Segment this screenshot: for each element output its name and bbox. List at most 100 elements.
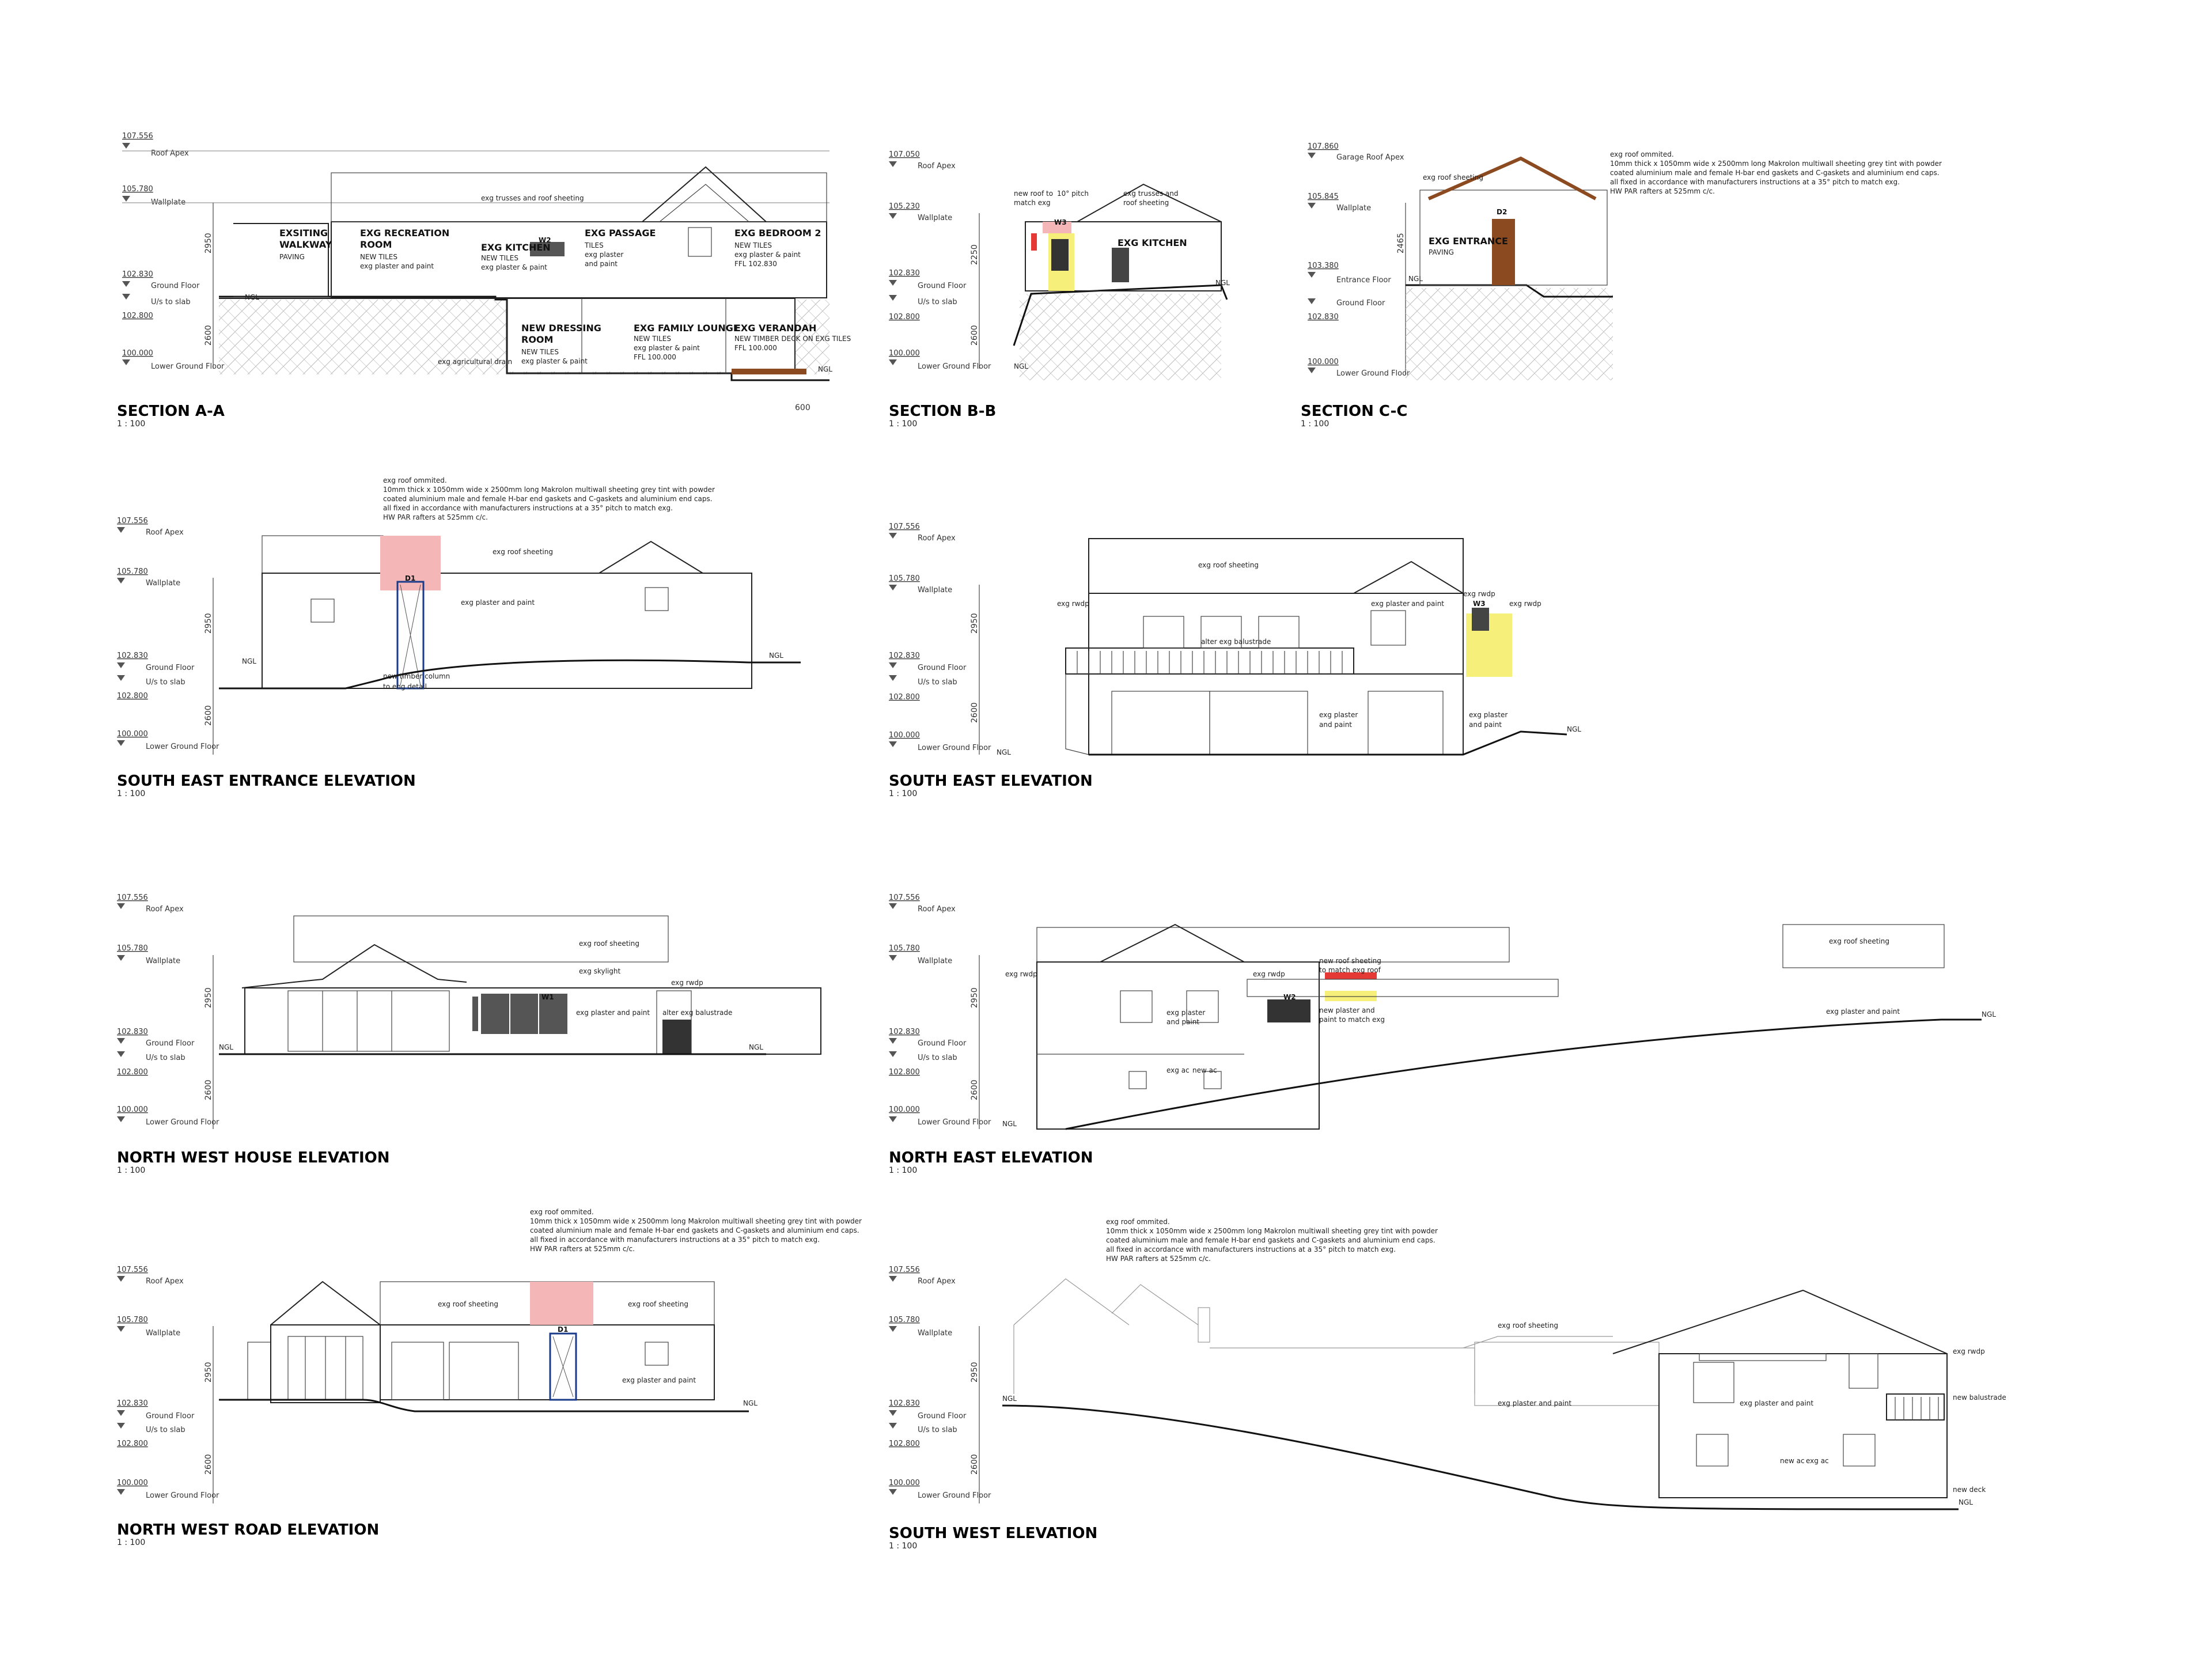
level-label: Roof Apex — [918, 534, 956, 543]
section-b-b: 107.050 Roof Apex 105.230 Wallplate 102.… — [889, 150, 1230, 429]
room-name: EXG FAMILY LOUNGE — [634, 323, 740, 334]
annotation: exg plaster — [1319, 711, 1358, 719]
room-name: ROOM — [521, 334, 553, 345]
annotation: exg rwdp — [1463, 590, 1495, 598]
note-line: HW PAR rafters at 525mm c/c. — [1106, 1255, 1211, 1263]
level-label: Roof Apex — [918, 905, 956, 914]
annotation: exg rwdp — [1057, 600, 1089, 608]
level-value: 105.780 — [889, 574, 920, 583]
level-label: Lower Ground Floor — [146, 1491, 219, 1500]
annotation: to eng detail — [383, 683, 427, 691]
dimension: 2950 — [204, 613, 213, 634]
annotation: new roof to — [1014, 190, 1053, 198]
level-value: 105.780 — [122, 185, 153, 194]
drawing-title: NORTH WEST ROAD ELEVATION — [117, 1521, 379, 1539]
drawing-title: NORTH EAST ELEVATION — [889, 1149, 1093, 1166]
annotation: 10° pitch — [1057, 190, 1089, 198]
note-line: coated aluminium male and female H-bar e… — [1106, 1236, 1435, 1244]
note-line: HW PAR rafters at 525mm c/c. — [1610, 187, 1715, 195]
makrolon-note-cc: exg roof ommited. 10mm thick x 1050mm wi… — [1610, 150, 1942, 195]
level-value: 102.830 — [122, 270, 153, 279]
annotation: exg plaster and paint — [1826, 1007, 1900, 1016]
ngl-label: NGL — [818, 365, 832, 373]
level-value: 107.556 — [117, 517, 148, 525]
annotation: exg plaster and paint — [1498, 1399, 1571, 1407]
room-note: NEW TILES — [360, 253, 397, 261]
level-value: 100.000 — [122, 349, 153, 358]
drawing-scale: 1 : 100 — [889, 789, 917, 798]
annotation: exg rwdp — [1253, 970, 1285, 978]
dimension: 2950 — [970, 987, 979, 1008]
level-value: 105.845 — [1308, 192, 1339, 201]
level-value: 100.000 — [889, 1479, 920, 1487]
room-note: FFL 100.000 — [634, 353, 676, 361]
drawing-scale: 1 : 100 — [117, 419, 145, 429]
tag-d2: D2 — [1497, 208, 1507, 216]
room-name: EXG PASSAGE — [585, 228, 656, 238]
room-name: EXG ENTRANCE — [1429, 236, 1508, 247]
level-label: Wallplate — [1336, 204, 1371, 213]
note-line: HW PAR rafters at 525mm c/c. — [530, 1245, 635, 1253]
drawing-title: SOUTH EAST ELEVATION — [889, 772, 1093, 790]
level-value: 103.380 — [1308, 262, 1339, 270]
note-line: 10mm thick x 1050mm wide x 2500mm long M… — [383, 486, 715, 494]
annotation: new timber column — [383, 672, 450, 680]
annotation: exg roof sheeting — [1198, 561, 1259, 569]
level-label: Roof Apex — [146, 1277, 184, 1286]
annotation: and paint — [1411, 600, 1444, 608]
level-label: Wallplate — [146, 1329, 180, 1338]
drawing-scale: 1 : 100 — [117, 789, 145, 798]
level-value: 100.000 — [889, 731, 920, 740]
level-label: Lower Ground Floor — [1336, 369, 1410, 378]
window-w2 — [530, 242, 565, 256]
room-note: NEW TIMBER DECK ON EXG TILES — [734, 335, 851, 343]
annotation: exg roof sheeting — [579, 940, 639, 948]
level-value: 105.780 — [117, 944, 148, 953]
level-value: 102.830 — [1308, 313, 1339, 321]
annotation: exg rwdp — [671, 979, 703, 987]
annotation: exg ac — [1166, 1066, 1190, 1074]
level-label: Wallplate — [146, 579, 180, 588]
north-east-elevation: 107.556 Roof Apex 105.780 Wallplate 102.… — [889, 893, 1996, 1175]
level-label: Lower Ground Floor — [918, 362, 991, 371]
annotation: exg plaster and paint — [1740, 1399, 1813, 1407]
level-label: Lower Ground Floor — [151, 362, 225, 371]
drawing-scale: 1 : 100 — [117, 1538, 145, 1547]
tag-w2: W2 — [539, 236, 551, 244]
room-note: exg plaster & paint — [734, 251, 801, 259]
drawing-scale: 1 : 100 — [889, 1166, 917, 1175]
north-west-house-elevation: 107.556 Roof Apex 105.780 Wallplate 102.… — [117, 893, 821, 1175]
annotation: exg rwdp — [1509, 600, 1541, 608]
room-note: exg plaster & paint — [481, 263, 547, 271]
level-label: Wallplate — [918, 214, 952, 222]
annotation: exg skylight — [579, 967, 620, 975]
level-label: Lower Ground Floor — [918, 744, 991, 752]
level-label: Lower Ground Floor — [146, 1118, 219, 1127]
annotation: match exg — [1014, 199, 1051, 207]
room-name: WALKWAY — [279, 239, 332, 250]
annotation: new plaster and — [1319, 1006, 1375, 1014]
annotation: new balustrade — [1953, 1393, 2006, 1402]
level-value: 105.780 — [889, 944, 920, 953]
note-line: 10mm thick x 1050mm wide x 2500mm long M… — [530, 1217, 862, 1225]
room-note: FFL 102.830 — [734, 260, 777, 268]
level-label: Wallplate — [918, 586, 952, 594]
note-line: all fixed in accordance with manufacture… — [383, 504, 673, 512]
drawing-scale: 1 : 100 — [1301, 419, 1329, 429]
dimension: 2600 — [970, 325, 979, 346]
ngl-label: NGL — [749, 1043, 763, 1051]
annotation: exg plaster — [1371, 600, 1410, 608]
window-w1 — [481, 994, 567, 1034]
level-value: 107.050 — [889, 150, 920, 159]
annotation: new roof sheeting — [1319, 957, 1381, 965]
level-label: Roof Apex — [918, 162, 956, 171]
level-value: 102.830 — [117, 1399, 148, 1408]
dimension: 2950 — [204, 233, 213, 253]
level-value: 107.556 — [889, 522, 920, 531]
door-d1 — [396, 581, 425, 690]
note-line: coated aluminium male and female H-bar e… — [383, 495, 713, 503]
dimension: 2950 — [970, 613, 979, 634]
dimension: 2600 — [204, 705, 213, 726]
dimension: 2600 — [970, 702, 979, 723]
level-label: Ground Floor — [146, 1039, 195, 1048]
